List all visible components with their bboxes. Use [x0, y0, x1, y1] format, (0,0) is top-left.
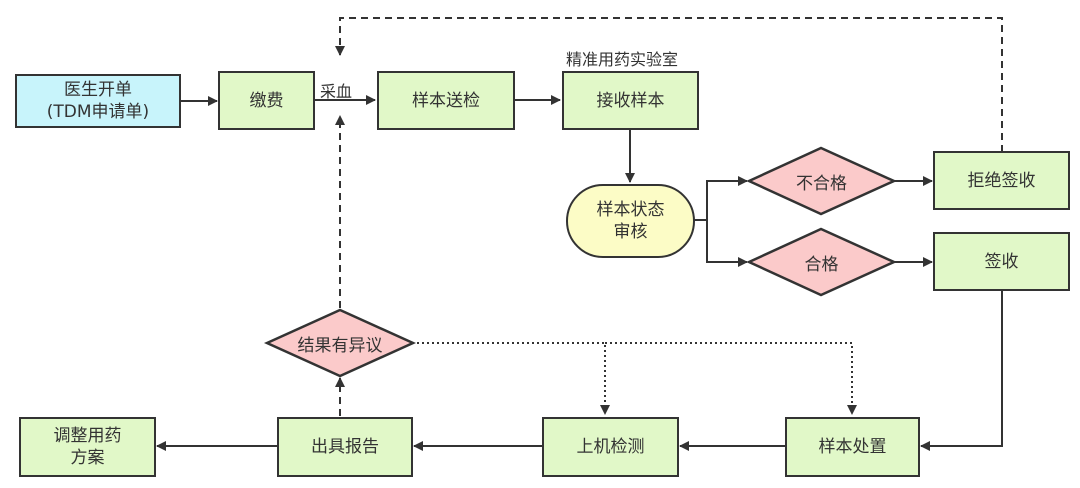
report-label: 出具报告: [311, 437, 379, 457]
adjust-line2: 方案: [70, 448, 105, 468]
decision-unqualified: [745, 146, 898, 216]
node-review[interactable]: 样本状态 审核: [566, 184, 695, 258]
decision-qualified: [745, 227, 898, 297]
receive-sample-label: 接收样本: [596, 90, 665, 111]
handle-label: 样本处置: [818, 437, 887, 457]
arrow-reject-blood: [335, 17, 1003, 152]
arrow-sign-handle: [920, 291, 1003, 451]
node-handle[interactable]: 样本处置: [785, 417, 920, 477]
review-line2: 审核: [613, 222, 648, 242]
testing-label: 上机检测: [576, 437, 645, 457]
node-receive-sample[interactable]: 接收样本: [562, 71, 699, 130]
label-lab: 精准用药实验室: [566, 50, 679, 69]
arrow-review-unqualified: [694, 176, 748, 221]
sign-label: 签收: [984, 251, 1019, 272]
dispute-label: 结果有异议: [297, 335, 383, 356]
arrow-dispute-testing: [412, 342, 610, 415]
qualified-label: 合格: [804, 254, 839, 275]
node-testing[interactable]: 上机检测: [542, 417, 679, 477]
unqualified-label: 不合格: [796, 173, 847, 194]
node-report[interactable]: 出具报告: [277, 417, 413, 477]
node-sign[interactable]: 签收: [933, 232, 1070, 291]
review-line1: 样本状态: [596, 200, 665, 220]
payment-label: 缴费: [249, 90, 284, 111]
adjust-line1: 调整用药: [53, 426, 122, 446]
node-doctor-order[interactable]: 医生开单 (TDM申请单): [15, 74, 181, 128]
node-reject[interactable]: 拒绝签收: [933, 151, 1070, 210]
doctor-order-line1: 医生开单: [64, 80, 132, 100]
label-blood-draw: 采血: [320, 82, 353, 101]
arrow-review-qualified: [706, 220, 748, 267]
node-send-sample[interactable]: 样本送检: [377, 71, 515, 130]
node-payment[interactable]: 缴费: [218, 71, 315, 130]
decision-dispute: [263, 308, 417, 378]
reject-label: 拒绝签收: [967, 170, 1036, 191]
arrow-dispute-handle: [605, 342, 857, 415]
send-sample-label: 样本送检: [412, 90, 480, 111]
doctor-order-line2: (TDM申请单): [46, 102, 150, 122]
node-adjust[interactable]: 调整用药 方案: [19, 417, 156, 477]
